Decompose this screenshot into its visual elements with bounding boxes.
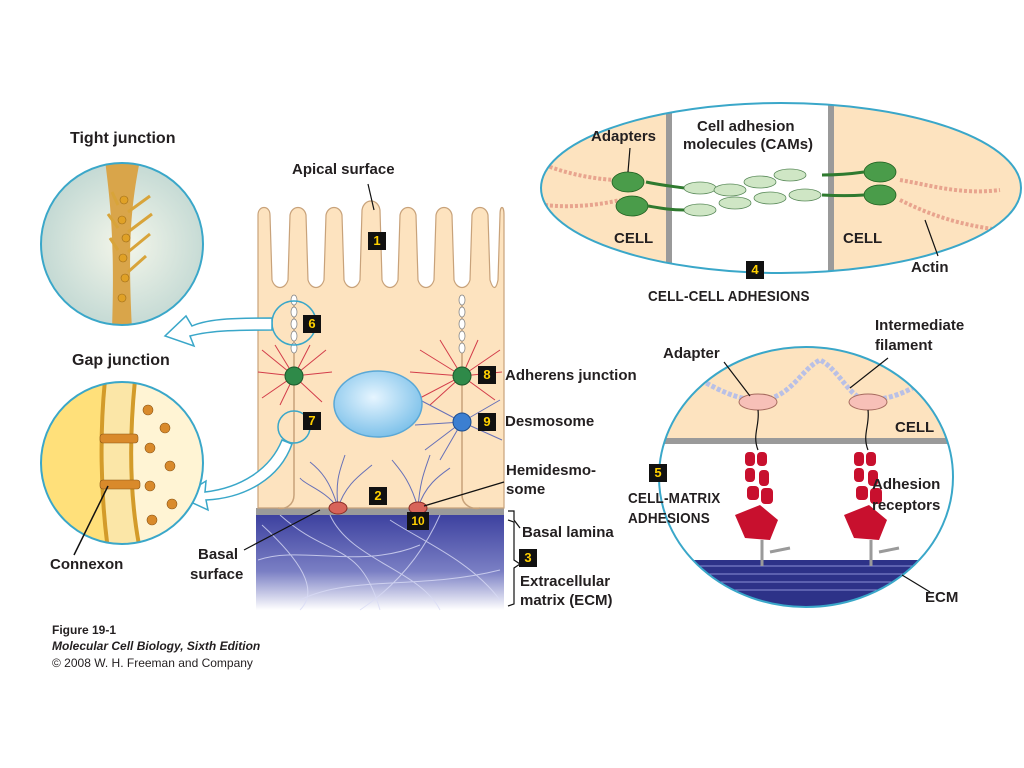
intermediate-filament-pointer (849, 357, 889, 389)
adapter-pointer (723, 361, 751, 397)
badge-4: 4 (746, 261, 764, 279)
intermediate-filament-label-2: filament (875, 337, 933, 354)
connexon-label: Connexon (50, 556, 124, 573)
ecm-pointer (901, 574, 931, 593)
actin-pointer (924, 219, 939, 257)
gap-junction-title: Gap junction (72, 352, 170, 369)
copyright: © 2008 W. H. Freeman and Company (52, 656, 253, 670)
badge-6: 6 (303, 315, 321, 333)
ecm-label-1: Extracellular (520, 573, 611, 590)
badge-2: 2 (369, 487, 387, 505)
cell-matrix-adhesion-inset (659, 347, 953, 607)
adapter-label: Adapter (663, 345, 720, 362)
connexon-pointer (73, 485, 109, 556)
ecm-region (256, 513, 504, 611)
intermediate-filament-label-1: Intermediate (875, 317, 965, 334)
basal-lamina-label: Basal lamina (522, 524, 614, 541)
desmosome-icon (452, 412, 472, 432)
cell-matrix-cell-label: CELL (895, 419, 935, 436)
badge-10: 10 (407, 512, 429, 530)
adherens-junction-right-icon (452, 366, 472, 386)
badge-9: 9 (478, 413, 496, 431)
intermediate-filaments (299, 399, 503, 509)
book-title: Molecular Cell Biology, Sixth Edition (52, 639, 261, 653)
cams-label-2: molecules (CAMs) (683, 136, 814, 153)
hemidesmosome-label-1: Hemidesmo- (506, 462, 597, 479)
adherens-junction-left-icon (284, 366, 304, 386)
badge-7: 7 (303, 412, 321, 430)
tight-junction-inset (41, 163, 203, 325)
badge-8: 8 (478, 366, 496, 384)
adherens-junction-label: Adherens junction (505, 367, 637, 384)
desmosome-label: Desmosome (505, 413, 595, 430)
cell-cell-adhesion-inset (541, 103, 1021, 273)
tight-junction-arrow (163, 314, 273, 348)
badge-3: 3 (519, 549, 537, 567)
apical-pointer (367, 183, 375, 211)
tight-junction-title: Tight junction (70, 130, 176, 147)
basal-surface-label-2: surface (190, 566, 244, 583)
hemidesmosome-left-icon (328, 501, 348, 515)
hemidesmosome-pointer (423, 481, 505, 507)
cell-cell-adhesions-title: CELL-CELL ADHESIONS (648, 288, 810, 305)
basal-surface-label-1: Basal (198, 546, 239, 563)
basal-lamina-band (256, 508, 504, 515)
badge-1: 1 (368, 232, 386, 250)
ecm-short-label: ECM (925, 589, 959, 606)
cams-label-1: Cell adhesion (697, 118, 795, 135)
nucleus (333, 370, 423, 438)
cell-matrix-title-1: CELL-MATRIX (628, 490, 721, 507)
adapters-label: Adapters (591, 128, 657, 145)
actin-label: Actin (911, 259, 949, 276)
adhesion-receptors-label-2: receptors (872, 497, 941, 514)
adapters-pointer (627, 147, 631, 173)
apical-surface-label: Apical surface (292, 161, 395, 178)
badge-5: 5 (649, 464, 667, 482)
adhesion-receptors-label-1: Adhesion (872, 476, 941, 493)
gap-junction-arrow (178, 439, 293, 512)
figure-number: Figure 19-1 (52, 623, 117, 637)
gap-junction-inset (41, 382, 203, 544)
hemidesmosome-label-2: some (506, 481, 546, 498)
cell-matrix-title-2: ADHESIONS (628, 510, 710, 527)
cell-left-label: CELL (614, 230, 654, 247)
basal-surface-pointer (243, 509, 321, 551)
ecm-label-2: matrix (ECM) (520, 592, 613, 609)
basal-lamina-bracket (508, 510, 521, 529)
cell-right-label: CELL (843, 230, 883, 247)
